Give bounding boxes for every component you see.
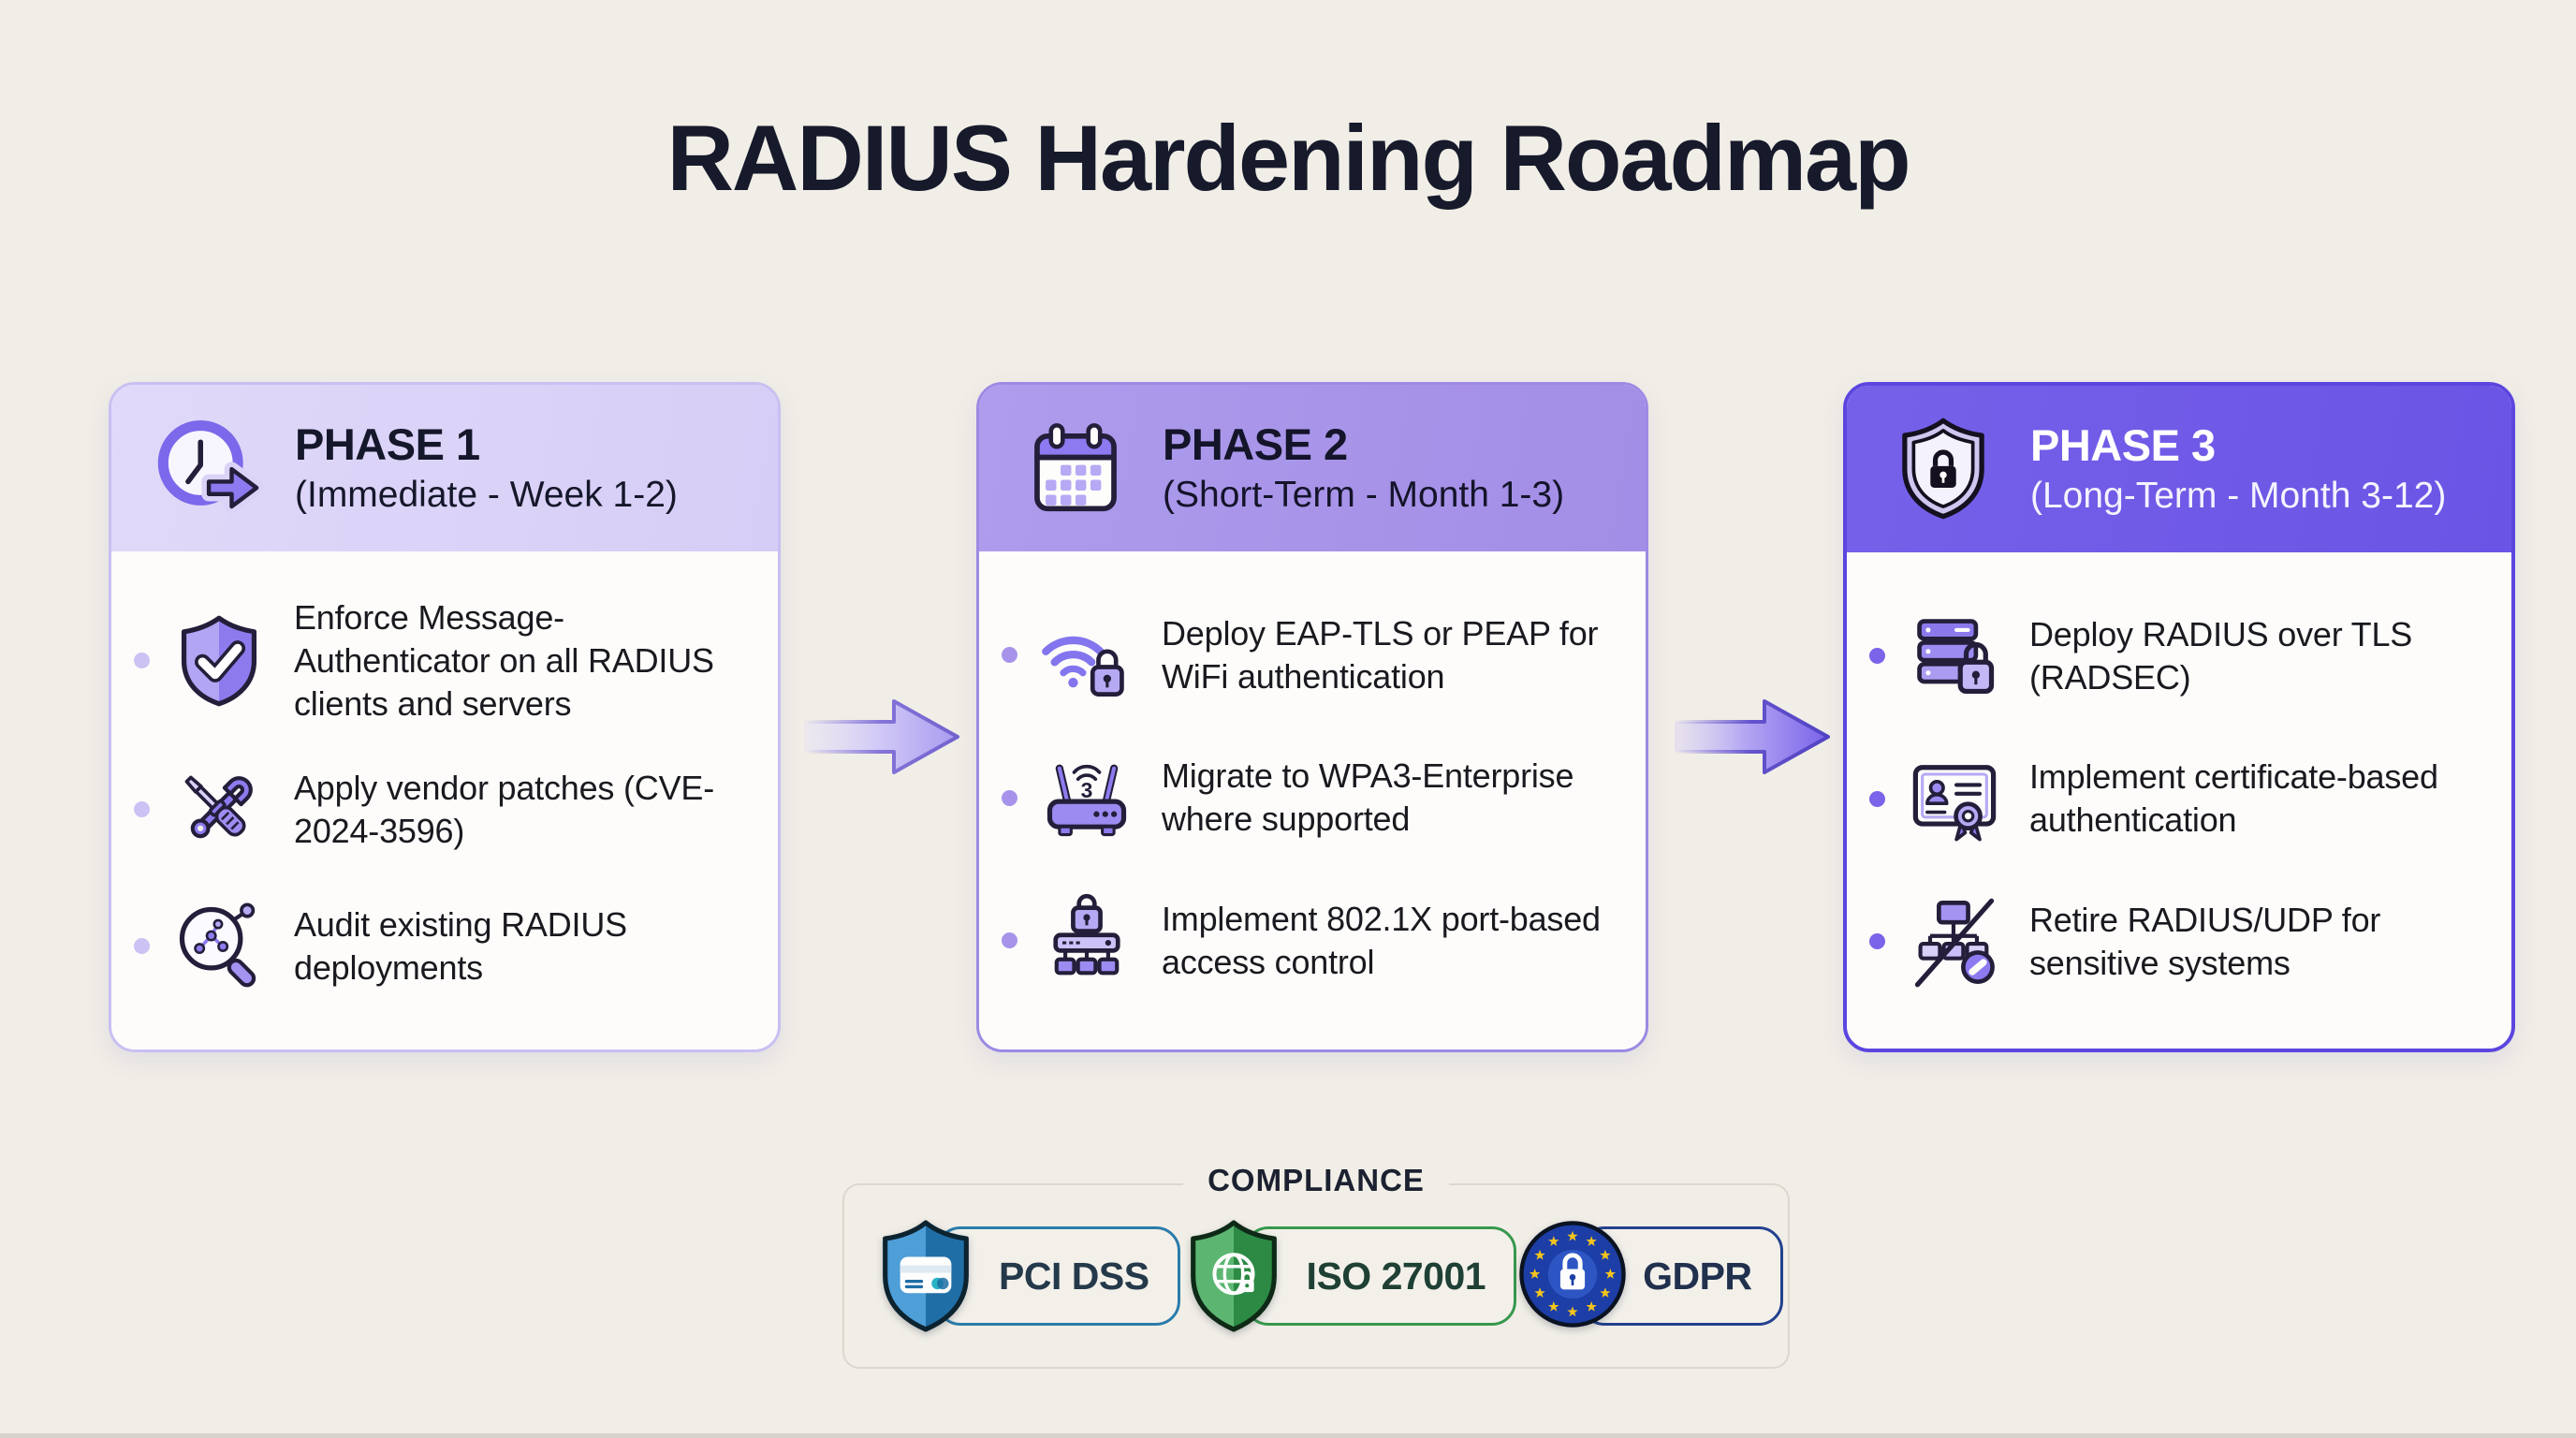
- phase-2-card: PHASE 2 (Short-Term - Month 1-3): [976, 382, 1648, 1052]
- bullet-dot: [134, 938, 150, 955]
- phase-3-title: PHASE 3: [2030, 420, 2216, 471]
- svg-text:3: 3: [1081, 778, 1093, 802]
- compliance-title: COMPLIANCE: [1183, 1163, 1449, 1198]
- audit-magnifier-icon: [167, 894, 271, 999]
- certificate-icon: [1902, 746, 2007, 851]
- phase-1-header: PHASE 1 (Immediate - Week 1-2): [111, 385, 778, 551]
- badge-iso-27001: ISO 27001: [1180, 1214, 1517, 1338]
- list-item: Retire RADIUS/UDP for sensitive systems: [1869, 889, 2485, 994]
- phase-1-title: PHASE 1: [295, 419, 480, 470]
- bullet-dot: [1869, 933, 1885, 949]
- image-bottom-edge: [0, 1433, 2576, 1438]
- calendar-icon: [1018, 411, 1133, 525]
- list-item: Deploy EAP-TLS or PEAP for WiFi authenti…: [1002, 603, 1619, 708]
- list-item: Apply vendor patches (CVE-2024-3596): [134, 757, 752, 862]
- arrow-phase2-to-phase3: [1673, 699, 1830, 774]
- phase-3-card: PHASE 3 (Long-Term - Month 3-12): [1843, 382, 2515, 1052]
- phase-1-timeframe: (Immediate - Week 1-2): [295, 474, 678, 515]
- shield-check-icon: [167, 609, 271, 713]
- list-item: Deploy RADIUS over TLS (RADSEC): [1869, 604, 2485, 709]
- phase-3-title-block: PHASE 3 (Long-Term - Month 3-12): [2030, 422, 2446, 515]
- server-lock-icon: [1902, 604, 2007, 709]
- arrow-phase1-to-phase2: [802, 699, 959, 774]
- item-text: Deploy EAP-TLS or PEAP for WiFi authenti…: [1162, 613, 1599, 696]
- badge-pci-dss: PCI DSS: [872, 1214, 1180, 1338]
- item-text: Implement 802.1X port-based access contr…: [1162, 899, 1601, 981]
- pci-dss-shield-icon: [872, 1218, 979, 1334]
- bullet-dot: [1002, 932, 1017, 948]
- router-wifi3-icon: 3: [1034, 745, 1139, 850]
- clock-forward-icon: [151, 411, 265, 525]
- bullet-dot: [134, 653, 150, 669]
- list-item: Enforce Message-Authenticator on all RAD…: [134, 596, 752, 725]
- bullet-dot: [134, 801, 150, 818]
- phase-2-title: PHASE 2: [1163, 419, 1348, 470]
- compliance-panel: COMPLIANCE PCI DSS: [842, 1163, 1790, 1369]
- shield-lock-icon: [1886, 412, 2000, 526]
- phase-3-header: PHASE 3 (Long-Term - Month 3-12): [1847, 386, 2511, 552]
- bullet-dot: [1002, 647, 1017, 663]
- item-text: Enforce Message-Authenticator on all RAD…: [294, 598, 714, 723]
- phase-2-timeframe: (Short-Term - Month 1-3): [1163, 474, 1565, 515]
- network-retire-icon: [1902, 889, 2007, 994]
- phase-1-body: Enforce Message-Authenticator on all RAD…: [111, 551, 778, 1049]
- network-lock-icon: [1034, 888, 1139, 993]
- badge-gdpr: GDPR: [1516, 1214, 1783, 1338]
- list-item: Audit existing RADIUS deployments: [134, 894, 752, 999]
- item-text: Deploy RADIUS over TLS (RADSEC): [2029, 614, 2413, 697]
- phase-2-header: PHASE 2 (Short-Term - Month 1-3): [979, 385, 1646, 551]
- bullet-dot: [1002, 789, 1017, 806]
- phase-1-title-block: PHASE 1 (Immediate - Week 1-2): [295, 421, 678, 514]
- list-item: 3 Migrate to WPA3-Enterprise where suppo…: [1002, 745, 1619, 850]
- badge-label: ISO 27001: [1243, 1226, 1517, 1326]
- bullet-dot: [1869, 790, 1885, 807]
- item-text: Apply vendor patches (CVE-2024-3596): [294, 768, 715, 850]
- wifi-lock-icon: [1034, 603, 1139, 708]
- item-text: Implement certificate-based authenticati…: [2029, 757, 2438, 839]
- badge-label: PCI DSS: [936, 1226, 1180, 1326]
- compliance-badges: PCI DSS ISO 27001: [844, 1185, 1788, 1367]
- page-title: RADIUS Hardening Roadmap: [666, 106, 1910, 210]
- list-item: Implement certificate-based authenticati…: [1869, 746, 2485, 851]
- phase-2-title-block: PHASE 2 (Short-Term - Month 1-3): [1163, 421, 1564, 514]
- wrench-screwdriver-icon: [167, 757, 271, 862]
- item-text: Retire RADIUS/UDP for sensitive systems: [2029, 900, 2381, 982]
- bullet-dot: [1869, 648, 1885, 664]
- gdpr-eu-flag-icon: [1516, 1218, 1626, 1334]
- phase-1-card: PHASE 1 (Immediate - Week 1-2) Enforce M…: [109, 382, 781, 1052]
- phase-3-timeframe: (Long-Term - Month 3-12): [2030, 475, 2447, 516]
- list-item: Implement 802.1X port-based access contr…: [1002, 888, 1619, 993]
- phase-2-body: Deploy EAP-TLS or PEAP for WiFi authenti…: [979, 551, 1646, 1049]
- item-text: Audit existing RADIUS deployments: [294, 905, 627, 987]
- iso-27001-shield-icon: [1180, 1218, 1287, 1334]
- phase-3-body: Deploy RADIUS over TLS (RADSEC): [1847, 552, 2511, 1049]
- item-text: Migrate to WPA3-Enterprise where support…: [1162, 756, 1574, 838]
